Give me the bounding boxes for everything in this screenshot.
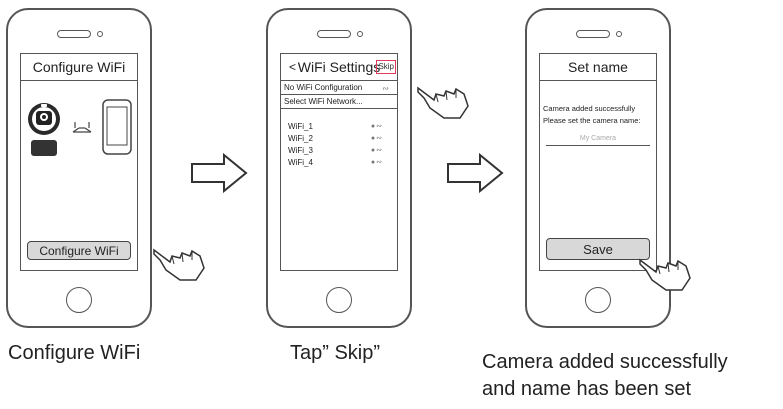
phone-configure-wifi: Configure WiFi (6, 8, 152, 328)
home-button (326, 287, 352, 313)
network-row[interactable]: WiFi_3 ●∾ (281, 145, 397, 157)
network-list: WiFi_1 ●∾ WiFi_2 ●∾ WiFi_3 ●∾ WiFi_4 ●∾ (281, 121, 397, 169)
configure-wifi-button[interactable]: Configure WiFi (27, 241, 131, 260)
camera-name-input[interactable]: My Camera (546, 133, 650, 146)
phone-screen: Configure WiFi (20, 53, 138, 271)
step2-caption: Tap” Skip” (290, 342, 381, 364)
phone-screen: < WiFi Settings Skip No WiFi Configurati… (280, 53, 398, 271)
row-label: No WiFi Configuration (284, 83, 363, 92)
front-camera-dot (616, 31, 622, 37)
speaker-slot (317, 30, 351, 38)
front-camera-dot (97, 31, 103, 37)
step3-caption-line2: and name has been set (482, 378, 692, 400)
camera-router-phone-icon (28, 99, 132, 156)
network-row[interactable]: WiFi_1 ●∾ (281, 121, 397, 133)
smartphone-icon (102, 99, 132, 155)
front-camera-dot (357, 31, 363, 37)
step3-caption-line1: Camera added successfully (482, 351, 728, 373)
next-step-arrow-icon (447, 152, 504, 194)
device-illustration (21, 94, 137, 164)
speaker-slot (576, 30, 610, 38)
back-chevron-icon[interactable]: < (289, 60, 297, 74)
phone-screen: Set name Camera added successfully Pleas… (539, 53, 657, 271)
tap-hand-icon (153, 248, 205, 281)
wifi-icon: ∾ (382, 84, 389, 93)
no-wifi-config-row[interactable]: No WiFi Configuration ∾ (281, 81, 397, 95)
network-row[interactable]: WiFi_2 ●∾ (281, 133, 397, 145)
row-label: Select WiFi Network... (284, 97, 363, 106)
select-wifi-network-row[interactable]: Select WiFi Network... (281, 95, 397, 109)
tap-hand-icon (417, 86, 469, 119)
network-name: WiFi_4 (288, 158, 313, 167)
network-name: WiFi_3 (288, 146, 313, 155)
tap-hand-icon (639, 258, 691, 291)
home-button (585, 287, 611, 313)
network-row[interactable]: WiFi_4 ●∾ (281, 157, 397, 169)
screen-title: < WiFi Settings Skip (281, 54, 397, 81)
title-text: WiFi Settings (297, 59, 381, 75)
lock-wifi-icon: ●∾ (370, 135, 383, 142)
prompt-message: Please set the camera name: (543, 116, 641, 125)
network-name: WiFi_1 (288, 122, 313, 131)
screen-title: Set name (540, 54, 656, 81)
lock-wifi-icon: ●∾ (370, 159, 383, 166)
router-icon (72, 122, 92, 133)
ip-camera-icon (28, 103, 60, 156)
step1-caption: Configure WiFi (8, 342, 141, 364)
save-button[interactable]: Save (546, 238, 650, 260)
phone-set-name: Set name Camera added successfully Pleas… (525, 8, 671, 328)
home-button (66, 287, 92, 313)
next-step-arrow-icon (191, 152, 248, 194)
skip-button[interactable]: Skip (376, 60, 396, 74)
phone-wifi-settings: < WiFi Settings Skip No WiFi Configurati… (266, 8, 412, 328)
success-message: Camera added successfully (543, 104, 636, 113)
speaker-slot (57, 30, 91, 38)
screen-title: Configure WiFi (21, 54, 137, 81)
lock-wifi-icon: ●∾ (370, 147, 383, 154)
network-name: WiFi_2 (288, 134, 313, 143)
lock-wifi-icon: ●∾ (370, 123, 383, 130)
